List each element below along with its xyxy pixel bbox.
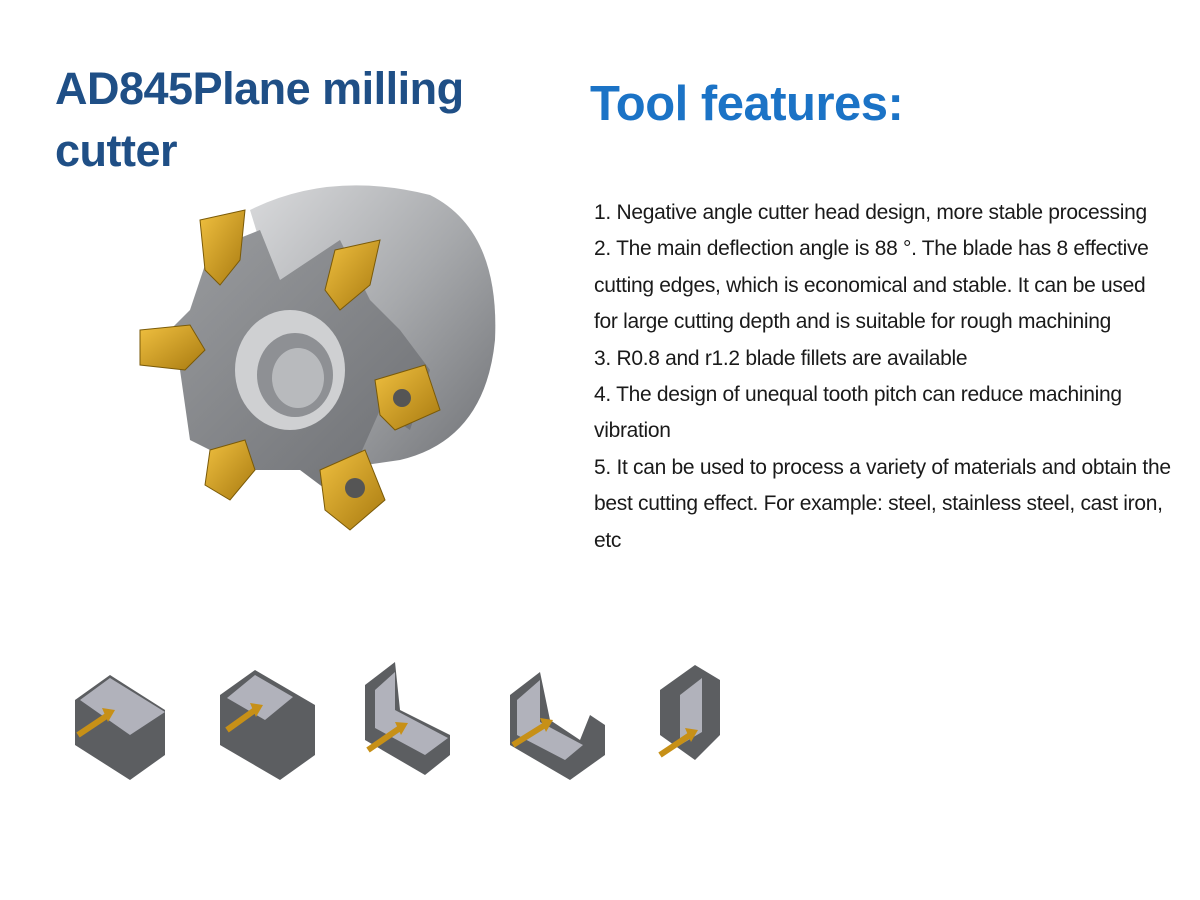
feature-list: 1. Negative angle cutter head design, mo… bbox=[594, 195, 1174, 559]
feature-item: 5. It can be used to process a variety o… bbox=[594, 455, 1171, 552]
edge-milling-icon bbox=[658, 665, 720, 760]
operation-icons bbox=[60, 650, 785, 780]
face-milling-icon bbox=[75, 675, 165, 780]
feature-item: 1. Negative angle cutter head design, mo… bbox=[594, 201, 1147, 224]
insert bbox=[324, 239, 381, 311]
insert bbox=[204, 439, 256, 501]
feature-item: 2. The main deflection angle is 88 °. Th… bbox=[594, 237, 1149, 334]
slot-milling-icon bbox=[510, 672, 605, 780]
feature-item: 3. R0.8 and r1.2 blade fillets are avail… bbox=[594, 346, 968, 370]
shoulder-face-icon bbox=[220, 670, 315, 780]
product-title: AD845Plane milling cutter bbox=[55, 63, 464, 176]
insert bbox=[199, 209, 246, 286]
insert bbox=[139, 324, 206, 371]
feature-item: 4. The design of unequal tooth pitch can… bbox=[594, 383, 1122, 443]
milling-cutter-image bbox=[139, 185, 496, 531]
shoulder-milling-icon bbox=[365, 662, 450, 775]
features-title: Tool features: bbox=[590, 77, 904, 131]
